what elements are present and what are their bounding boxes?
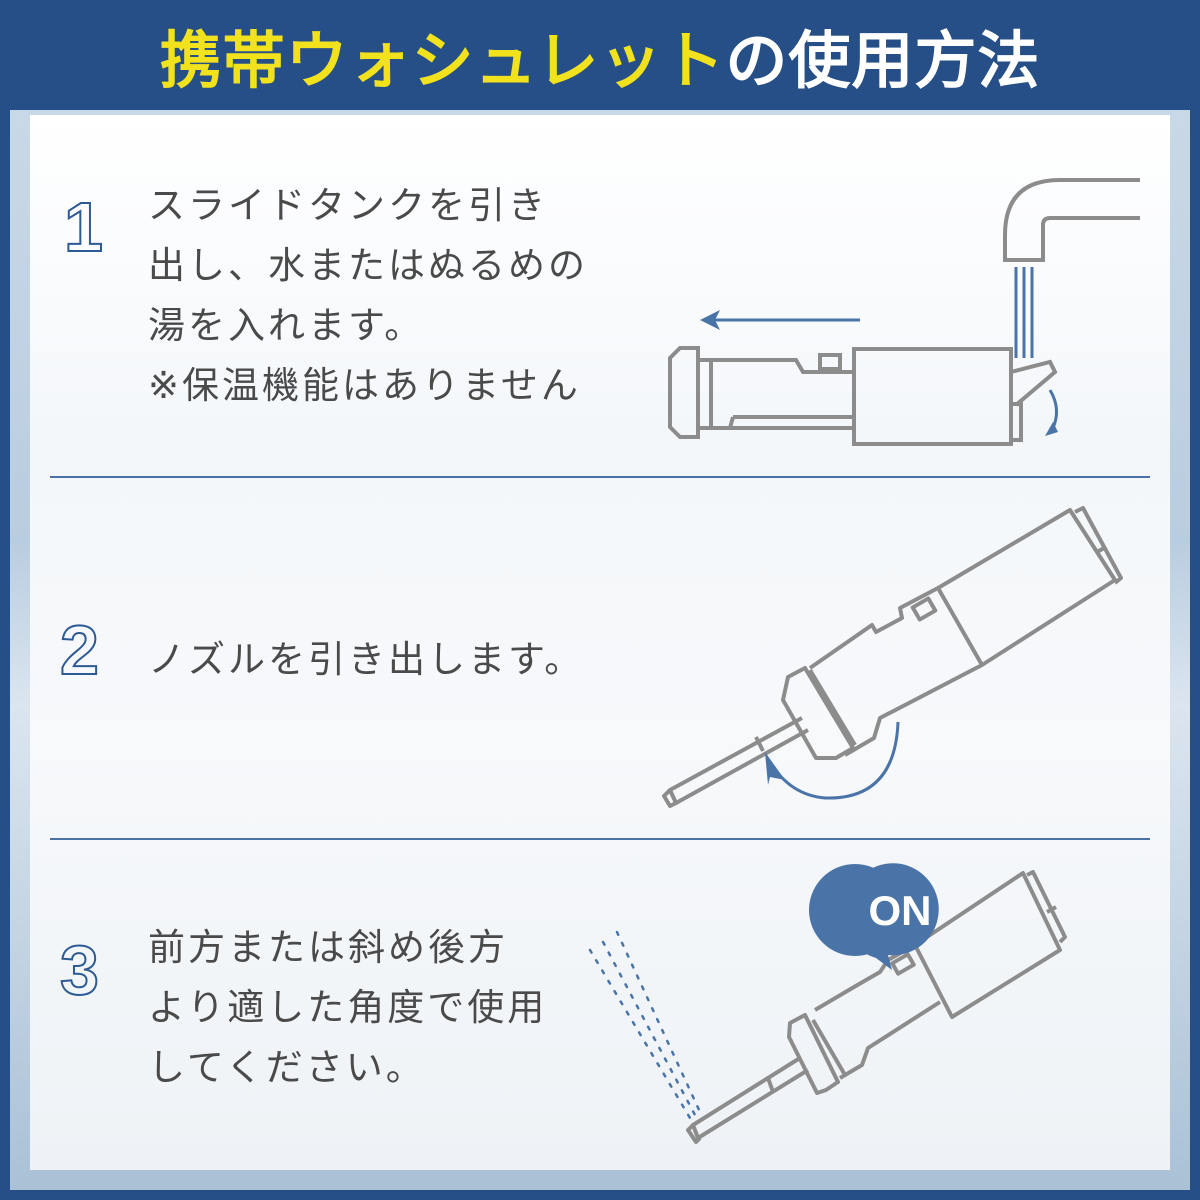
title-rest: の使用方法 [725,24,1041,97]
step-2-number: 2 [59,611,100,689]
on-badge [809,863,939,970]
step-3-number: 3 [59,931,100,1009]
step-1-line: スライドタンクを引き [148,184,548,227]
step-3-text: 前方または斜め後方 より適した角度で使用 してください。 [148,918,547,1098]
section-divider [50,476,1150,478]
step-3-line: 前方または斜め後方 [148,926,508,969]
page-title: 携帯ウォシュレットの使用方法 [0,0,1200,110]
spray-use-illustration [588,863,1067,1144]
step-1-line: ※保温機能はありません [148,364,581,407]
step-3-line: してください。 [148,1046,426,1089]
step-1-number: 1 [63,188,104,266]
title-highlight: 携帯ウォシュレット [159,24,726,97]
nozzle-extend-illustration [662,506,1123,808]
content-panel [30,115,1170,1170]
section-divider [50,838,1150,840]
step-1-line: 出し、水またはぬるめの [148,244,588,287]
tank-fill-illustration [668,178,1140,446]
step-3-line: より適した角度で使用 [148,986,548,1029]
step-2-text: ノズルを引き出します。 [148,630,584,690]
on-badge-label: ON [868,887,932,934]
step-1-text: スライドタンクを引き 出し、水またはぬるめの 湯を入れます。 ※保温機能はありま… [148,176,588,416]
step-1-line: 湯を入れます。 [148,304,425,347]
step-2-line: ノズルを引き出します。 [148,638,585,681]
